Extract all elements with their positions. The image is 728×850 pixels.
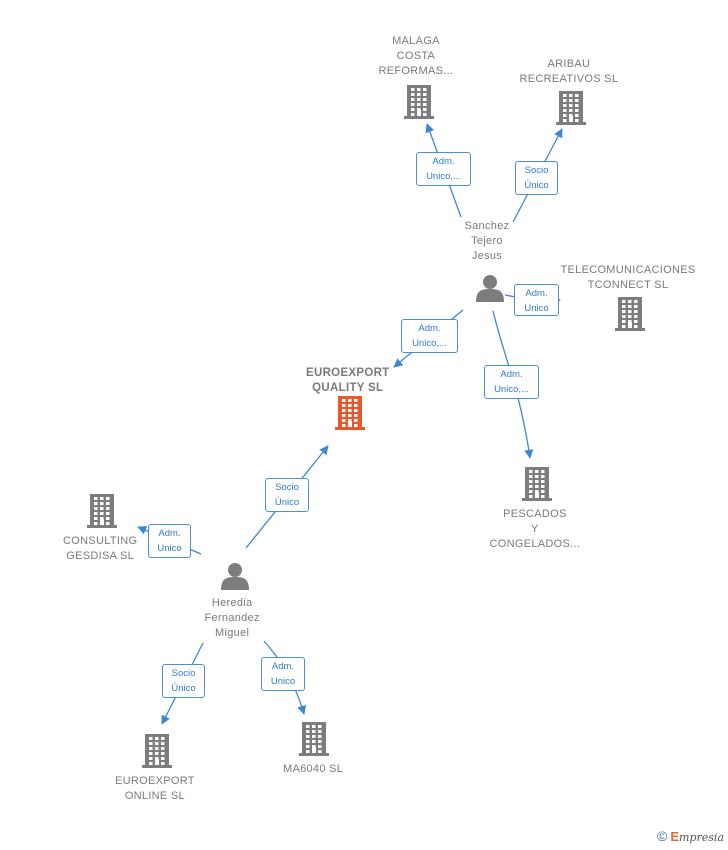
company-label[interactable]: TELECOMUNICACIONES TCONNECT SL xyxy=(561,263,696,293)
node-label-line: Miguel xyxy=(215,627,250,639)
relationship-label-line: Socio xyxy=(275,482,299,493)
relationship-label[interactable]: Adm. Unico xyxy=(261,657,305,691)
relationship-label[interactable]: Adm. Unico xyxy=(514,284,559,316)
node-label-line: CONGELADOS... xyxy=(489,538,581,550)
node-label-line: ONLINE SL xyxy=(124,790,185,802)
node-label-line: Tejero xyxy=(471,235,503,247)
company-label[interactable]: CONSULTING GESDISA SL xyxy=(63,534,137,564)
node-label-line: Sanchez xyxy=(464,220,510,232)
person-icon[interactable] xyxy=(476,275,504,302)
company-label[interactable]: EUROEXPORT QUALITY SL xyxy=(306,366,390,396)
footer-brand: ©Empresia xyxy=(657,828,724,844)
node-label-line: MALAGA xyxy=(392,35,440,47)
company-icon[interactable] xyxy=(615,297,645,331)
focus-company-icon[interactable] xyxy=(335,396,365,430)
company-icon[interactable] xyxy=(299,722,329,756)
relationship-label[interactable]: Adm. Unico,... xyxy=(401,319,458,353)
node-label-line: ARIBAU xyxy=(547,58,591,70)
node-label-line: GESDISA SL xyxy=(66,550,135,562)
company-icon[interactable] xyxy=(556,91,586,125)
icons-layer xyxy=(87,85,645,768)
node-label-line: TCONNECT SL xyxy=(587,279,669,291)
relationship-label-line: Adm. xyxy=(525,288,548,299)
node-label-line: MA6040 SL xyxy=(283,763,344,775)
relationship-label-line: Adm. xyxy=(500,369,523,380)
node-label-line: EUROEXPORT xyxy=(306,367,390,379)
relationship-label[interactable]: Adm. Unico,... xyxy=(416,152,471,186)
relationship-label-line: Único xyxy=(171,683,196,694)
node-label-line: RECREATIVOS SL xyxy=(519,73,619,85)
node-label-line: Fernandez xyxy=(204,612,260,624)
relationship-label-line: Unico,... xyxy=(412,338,447,349)
relationship-label-line: Socio xyxy=(524,165,549,176)
company-icon[interactable] xyxy=(87,494,117,528)
relationship-label[interactable]: Adm. Unico,... xyxy=(484,365,539,399)
node-label-line: PESCADOS xyxy=(503,508,567,520)
relationship-label-line: Adm. xyxy=(418,323,441,334)
person-icon[interactable] xyxy=(221,563,249,590)
node-label-line: QUALITY SL xyxy=(312,382,384,394)
copyright-symbol: © xyxy=(657,828,668,844)
relationship-label-line: Socio xyxy=(171,668,196,679)
brand-name: mpresia xyxy=(679,831,724,844)
relationship-label-line: Unico xyxy=(524,303,549,314)
relationship-label-line: Adm. xyxy=(271,661,295,672)
relationship-label-line: Unico xyxy=(270,676,296,687)
relationship-label[interactable]: Adm. Unico xyxy=(148,524,191,558)
company-label[interactable]: MALAGA COSTA REFORMAS... xyxy=(379,34,454,79)
relationship-label-line: Unico,... xyxy=(494,384,529,395)
company-icon[interactable] xyxy=(522,467,552,501)
node-label-line: COSTA xyxy=(396,50,436,62)
relationship-label-line: Unico,... xyxy=(426,171,461,182)
company-icon[interactable] xyxy=(142,734,172,768)
company-label[interactable]: EUROEXPORT ONLINE SL xyxy=(115,774,195,804)
company-label[interactable]: ARIBAU RECREATIVOS SL xyxy=(520,57,619,87)
brand-initial: E xyxy=(670,829,680,844)
relationship-label-line: Unico xyxy=(157,543,182,554)
company-label[interactable]: PESCADOS Y CONGELADOS... xyxy=(490,507,581,552)
company-icon[interactable] xyxy=(404,85,434,119)
node-label-line: REFORMAS... xyxy=(378,65,454,77)
node-label-line: CONSULTING xyxy=(63,535,138,547)
node-label-line: Heredia xyxy=(211,597,253,609)
node-label-line: Jesus xyxy=(471,250,503,262)
node-label-line: Y xyxy=(531,523,539,535)
relationship-label-line: Único xyxy=(524,180,549,191)
node-label-line: TELECOMUNICACIONES xyxy=(560,264,696,276)
relationship-label-line: Único xyxy=(274,497,300,508)
company-label[interactable]: MA6040 SL xyxy=(283,762,343,777)
relationship-label-line: Adm. xyxy=(432,156,455,167)
relationship-label-line: Adm. xyxy=(158,528,181,539)
node-label-line: EUROEXPORT xyxy=(115,775,195,787)
